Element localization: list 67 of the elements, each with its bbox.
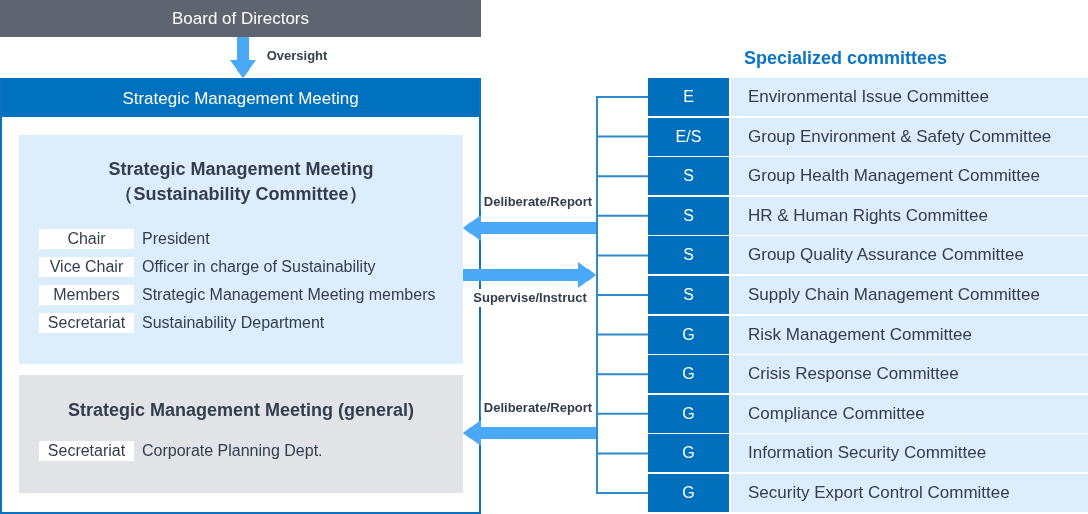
connector-line [597,96,649,98]
committee-row [648,157,1088,196]
category-tag: E [648,78,729,116]
committee-row [648,78,1088,116]
role-tag: Vice Chair [39,257,134,277]
category-tag: G [648,394,729,433]
panel-title: Strategic Management Meeting (general) [66,399,416,422]
category-tag: G [648,474,729,512]
committee-name: HR & Human Rights Committee [748,204,988,227]
role-tag: Secretariat [39,441,134,461]
committee-row [648,434,1088,473]
committee-name: Supply Chain Management Committee [748,284,1040,306]
connector-line [597,214,649,217]
header-band: Strategic Management Meeting [2,80,479,117]
panel-title: Strategic Management Meeting （Sustainability Committee） [107,158,375,206]
section-heading: Specialized committees [744,47,948,69]
edge-label: Supervise/Instruct [470,289,590,307]
role-holder: Strategic Management Meeting members [142,285,436,305]
committee-name: Environmental Issue Committee [748,86,989,108]
role-holder: Officer in charge of Sustainability [142,257,376,277]
connector-line [597,333,649,336]
category-tag: G [648,355,729,394]
category-tag: S [648,236,729,275]
category-tag: S [648,196,729,235]
committee-row [648,315,1088,354]
committee-row [648,236,1088,275]
category-tag: G [648,434,729,473]
arrow [230,37,256,78]
category-tag: G [648,315,729,354]
committee-row [648,394,1088,433]
arrow [463,215,596,241]
committee-row [648,474,1088,512]
connector-line [597,175,649,178]
connector-line [597,254,649,257]
arrow [463,262,596,288]
role-holder: Sustainability Department [142,313,325,333]
category-tag: S [648,157,729,196]
meeting-panel [19,375,463,493]
role-tag: Members [39,285,134,305]
committee-name: Group Environment & Safety Committee [748,125,1052,148]
committee-row [648,355,1088,394]
committee-row [648,117,1088,156]
role-holder: President [142,229,210,249]
committee-row [648,276,1088,314]
arrow [463,420,596,446]
committee-name: Crisis Response Committee [748,363,959,386]
connector-line [597,373,649,376]
connector-line [597,452,649,455]
board-box: Board of Directors [0,0,481,37]
committee-row [648,196,1088,235]
category-tag: E/S [648,117,729,156]
committee-name: Group Health Management Committee [748,165,1040,188]
role-tag: Chair [39,229,134,249]
connector-line [597,135,649,138]
connector-line [597,294,649,296]
committee-name: Compliance Committee [748,402,925,425]
connector-line [597,412,649,415]
committee-name: Security Export Control Committee [748,482,1010,504]
committee-name: Information Security Committee [748,442,987,465]
category-tag: S [648,276,729,314]
committee-panel [19,135,463,364]
committee-name: Risk Management Committee [748,323,972,346]
role-holder: Corporate Planning Dept. [142,441,323,461]
bracket-line [596,96,598,494]
connector-line [597,492,649,494]
committee-name: Group Quality Assurance Committee [748,244,1024,267]
role-tag: Secretariat [39,313,134,333]
